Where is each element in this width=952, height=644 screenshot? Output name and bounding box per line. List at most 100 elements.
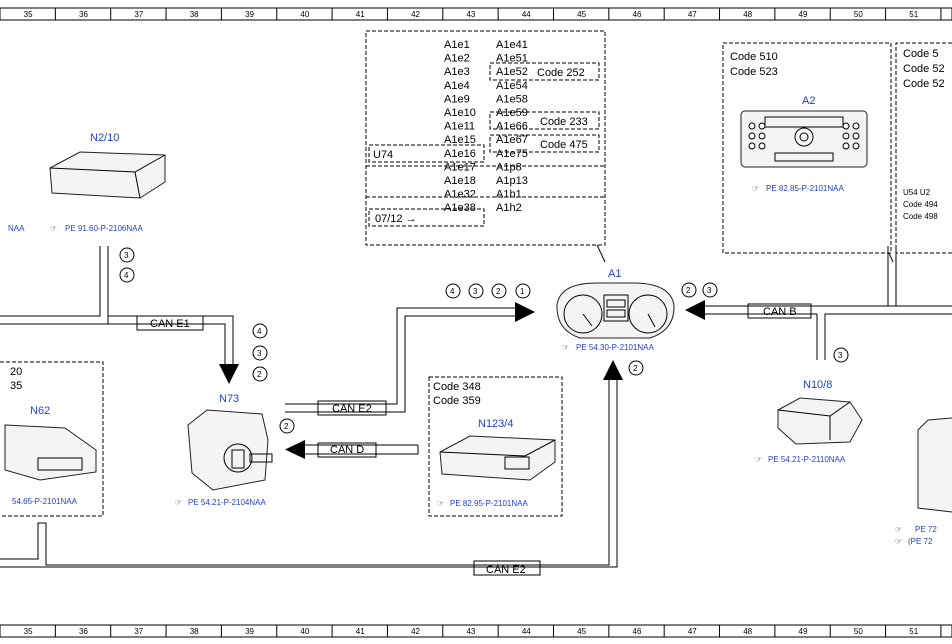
top-grid-label-47: 47 [688,10,697,19]
a1e66-code-box [489,134,600,153]
a1e59-code-box [489,111,600,130]
bottom-grid-ruler: 35363738394041424344454647484950515 [0,624,952,638]
right-extra-3: Code 498 [903,212,938,221]
circle-a1-bottom: 2 [628,360,644,376]
a1-ref-icon: ☞ [562,343,569,352]
n2-10-ref: PE 91.60-P-2106NAA [65,224,143,233]
a1-left-item: A1e3 [444,66,470,78]
n73-ref-icon: ☞ [175,498,182,507]
top-grid-label-44: 44 [522,10,531,19]
top-grid-label-46: 46 [633,10,642,19]
a1e52-code: Code 252 [537,67,585,79]
circle-a1-right-2: 3 [702,282,718,298]
circle-can-d: 2 [279,418,295,434]
right-code-3: Code 52 [903,78,945,90]
a1-left-item: A1e32 [444,189,476,201]
a2-ref-icon: ☞ [752,184,759,193]
circle-a1-top-1: 4 [445,283,461,299]
n62-module: 20 35 N62 54.65-P-2101NAA [0,361,104,517]
svg-text:2: 2 [284,422,289,431]
n62-label: N62 [30,405,50,417]
a1-right-item: A1e41 [496,39,528,51]
a1-ref: PE 54.30-P-2101NAA [576,343,654,352]
bottom-grid-label-49: 49 [799,627,808,636]
circle-n73-3: 2 [252,366,268,382]
a1-label: A1 [608,268,621,280]
right-partial-box: Code 5 Code 52 Code 52 U54 U2 Code 494 C… [895,42,952,254]
n73-ignition-switch: N73 ☞ PE 54.21-P-2104NAA [175,393,273,507]
a1-left-item: A1e11 [444,121,475,133]
right-extra-1: U54 U2 [903,188,931,197]
bottom-grid-label-42: 42 [411,627,420,636]
bottom-grid-label-44: 44 [522,627,531,636]
n123-4-ref: PE 82.95-P-2101NAA [450,499,528,508]
date-label: 07/12 → [375,213,417,225]
a1-right-item: A1e67 [496,134,528,146]
bottom-grid-label-48: 48 [743,627,752,636]
top-grid-label-35: 35 [24,10,33,19]
top-grid-label-43: 43 [466,10,475,19]
a1-right-item: A1h1 [496,189,522,201]
a1-left-item: A1e10 [444,107,476,119]
circle-a1-top-4: 1 [515,283,531,299]
right-extra-2: Code 494 [903,200,938,209]
a1e59-code: Code 233 [540,116,588,128]
top-grid-label-42: 42 [411,10,420,19]
svg-text:2: 2 [686,286,691,295]
can-e1-label: CAN E1 [150,318,190,330]
a1-right-item: A1e54 [496,80,528,92]
n2-10-module: N2/10 NAA ☞ PE 91.60-P-2106NAA [8,132,166,233]
a1-right-item: A1e58 [496,93,528,105]
svg-text:3: 3 [257,349,262,358]
n10-8-ref: PE 54.21-P-2110NAA [768,455,846,464]
n123-4-code-2: Code 359 [433,395,481,407]
a2-radio-box: Code 510 Code 523 A2 ☞ PE 82.85-P-2101NA… [722,42,894,263]
bottom-grid-label-46: 46 [633,627,642,636]
n10-8-module: N10/8 ☞ PE 54.21-P-2110NAA [755,379,863,464]
circle-n10-8: 3 [833,347,849,363]
n62-code-2: 35 [10,380,22,392]
u74-box [368,144,485,163]
a2-label: A2 [802,95,815,107]
can-e2-mid-label: CAN E2 [332,403,372,415]
circle-n73-1: 4 [252,323,268,339]
right-edge-device: ☞ PE 72 ☞ (PE 72 [895,417,952,546]
n73-label: N73 [219,393,239,405]
n73-ref: PE 54.21-P-2104NAA [188,498,266,507]
bottom-grid-label-41: 41 [356,627,365,636]
svg-text:2: 2 [633,364,638,373]
circle-a1-right-1: 2 [681,282,697,298]
a1e52-code-box [489,62,600,81]
a1-left-item: A1e38 [444,202,476,214]
a1-left-item: A1e9 [444,93,470,105]
a1-left-item: A1e16 [444,148,476,160]
bus-labels: CAN E1 CAN E2 CAN D CAN B CAN E2 [136,303,812,576]
top-grid-label-39: 39 [245,10,254,19]
top-grid-ruler: 35363738394041424344454647484950515 [0,7,952,21]
right-ref-1: PE 72 [915,525,937,534]
top-grid-label-36: 36 [79,10,88,19]
bottom-grid-label-36: 36 [79,627,88,636]
top-grid-label-45: 45 [577,10,586,19]
circle-n2-10-1: 3 [119,247,135,263]
n62-code-1: 20 [10,366,22,378]
a2-code-2: Code 523 [730,66,778,78]
a1-left-item: A1e1 [444,39,470,51]
circle-n2-10-2: 4 [119,267,135,283]
top-grid-label-50: 50 [854,10,863,19]
a1-right-item: A1h2 [496,202,522,214]
svg-text:3: 3 [707,286,712,295]
svg-text:4: 4 [450,287,455,296]
svg-text:3: 3 [838,351,843,360]
n2-10-ref-prefix: NAA [8,224,25,233]
svg-text:3: 3 [124,251,129,260]
a1-left-item: A1e15 [444,134,476,146]
a1-right-item: A1e75 [496,148,528,160]
top-grid-label-41: 41 [356,10,365,19]
n2-10-ref-icon: ☞ [50,224,57,233]
bottom-grid-label-43: 43 [466,627,475,636]
a2-code-1: Code 510 [730,51,778,63]
circle-n73-2: 3 [252,345,268,361]
n62-ref: 54.65-P-2101NAA [12,497,78,506]
